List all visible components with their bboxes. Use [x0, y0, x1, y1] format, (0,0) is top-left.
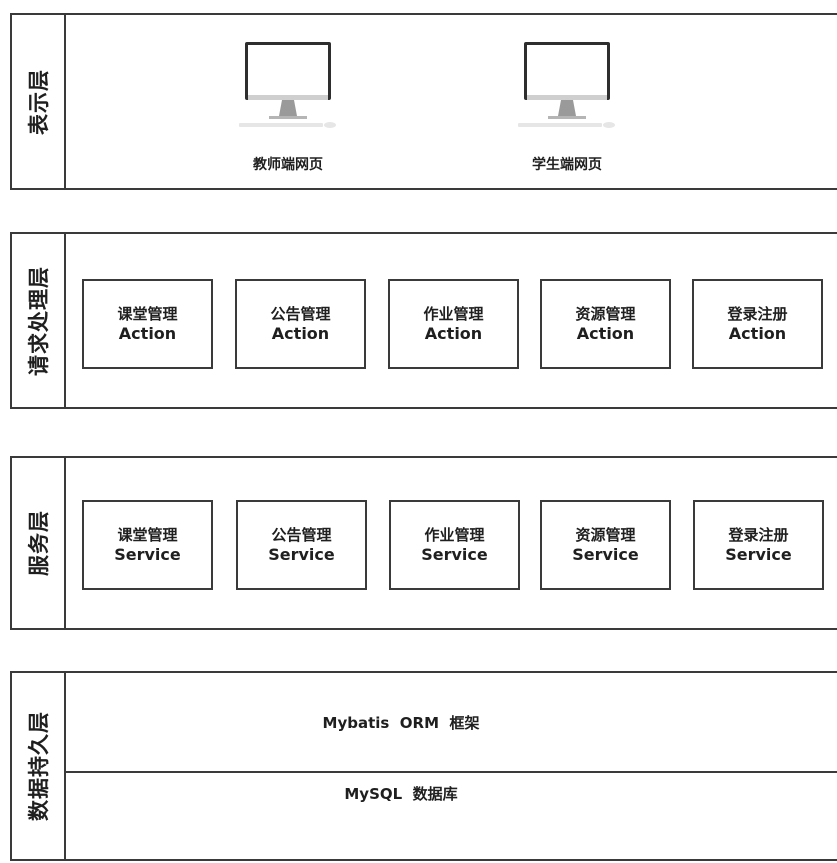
service-box-kind: Service — [268, 545, 335, 564]
service-box-name: 公告管理 — [271, 526, 332, 544]
action-box-name: 登录注册 — [727, 305, 788, 323]
presentation-layer-title: 表示层 — [27, 68, 51, 135]
student-client-label: 学生端网页 — [532, 157, 602, 173]
service-box-name: 课堂管理 — [117, 526, 178, 544]
service-box-name: 登录注册 — [728, 526, 789, 544]
student-client: 学生端网页 — [502, 40, 632, 174]
service-box-kind: Service — [725, 545, 792, 564]
service-box-name: 资源管理 — [575, 526, 636, 544]
service-box-homework: 作业管理 Service — [389, 500, 520, 590]
teacher-client-label: 教师端网页 — [253, 157, 323, 173]
service-box-notice: 公告管理 Service — [236, 500, 367, 590]
layer-label: 服务层 — [12, 458, 66, 628]
service-box-name: 作业管理 — [424, 526, 485, 544]
action-box-name: 资源管理 — [575, 305, 636, 323]
action-box-name: 作业管理 — [423, 305, 484, 323]
service-box-kind: Service — [572, 545, 639, 564]
action-box-kind: Action — [576, 324, 635, 343]
action-box-homework: 作业管理 Action — [388, 279, 519, 369]
database-row: MySQL 数据库 — [64, 771, 837, 863]
presentation-layer: 表示层 教师端网页 学生端网页 — [10, 13, 837, 190]
action-box-kind: Action — [271, 324, 330, 343]
orm-framework-row: Mybatis ORM 框架 — [64, 673, 837, 773]
monitor-icon — [518, 42, 615, 128]
service-layer: 服务层 课堂管理 Service 公告管理 Service 作业管理 Servi… — [10, 456, 837, 630]
action-box-notice: 公告管理 Action — [235, 279, 366, 369]
action-box-kind: Action — [728, 324, 787, 343]
service-box-kind: Service — [421, 545, 488, 564]
orm-framework-label: Mybatis ORM 框架 — [322, 713, 480, 732]
service-layer-title: 服务层 — [27, 510, 51, 576]
request-layer: 请求处理层 课堂管理 Action 公告管理 Action 作业管理 Actio… — [10, 232, 837, 409]
service-box-classroom: 课堂管理 Service — [82, 500, 213, 590]
persistence-layer-title: 数据持久层 — [27, 711, 51, 821]
database-label: MySQL 数据库 — [344, 784, 458, 803]
layer-label: 请求处理层 — [12, 234, 66, 407]
service-box-login: 登录注册 Service — [693, 500, 824, 590]
layer-label: 表示层 — [12, 15, 66, 188]
action-box-name: 课堂管理 — [117, 305, 178, 323]
request-layer-title: 请求处理层 — [27, 265, 51, 376]
action-box-classroom: 课堂管理 Action — [82, 279, 213, 369]
action-box-kind: Action — [118, 324, 177, 343]
action-box-resource: 资源管理 Action — [540, 279, 671, 369]
layer-label: 数据持久层 — [12, 673, 66, 859]
monitor-icon — [239, 42, 336, 128]
persistence-layer: 数据持久层 Mybatis ORM 框架 MySQL 数据库 — [10, 671, 837, 861]
service-box-kind: Service — [114, 545, 181, 564]
service-box-resource: 资源管理 Service — [540, 500, 671, 590]
action-box-login: 登录注册 Action — [692, 279, 823, 369]
action-box-kind: Action — [424, 324, 483, 343]
action-box-name: 公告管理 — [270, 305, 331, 323]
teacher-client: 教师端网页 — [223, 40, 353, 174]
